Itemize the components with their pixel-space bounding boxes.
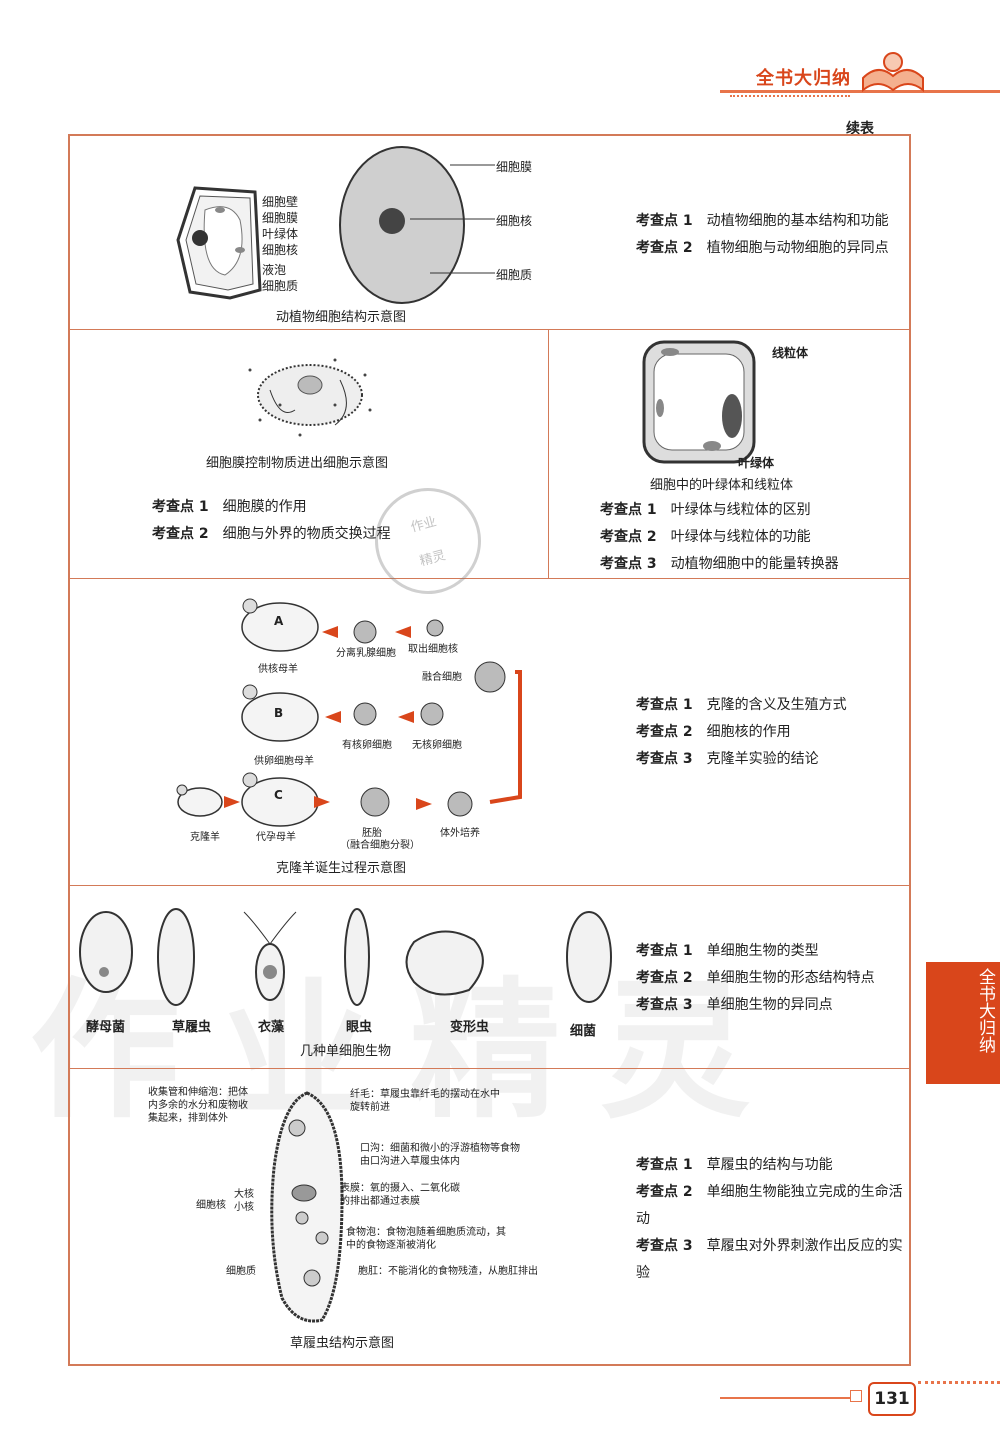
side-tab-label: 全书大归纳	[975, 968, 995, 1053]
caption-organisms: 几种单细胞生物	[300, 1044, 392, 1059]
caption-cells: 动植物细胞结构示意图	[276, 310, 407, 325]
organelle-diagram	[642, 340, 756, 464]
sheep-label-a: A	[274, 614, 284, 628]
animal-cell-diagram	[339, 146, 495, 304]
label-anal-pore: 胞肛：不能消化的食物残渣，从胞肛排出	[358, 1266, 538, 1277]
label-culture: 体外培养	[440, 828, 480, 839]
organism-paramecium: 草履虫	[172, 1020, 212, 1035]
organism-euglena: 眼虫	[346, 1020, 373, 1035]
organisms-diagram	[79, 908, 612, 1006]
plant-cell-labels: 细胞壁细胞膜 叶绿体细胞核 液泡细胞质	[262, 195, 299, 293]
label-nucleus: 细胞核	[496, 214, 533, 228]
label-donor-egg: 供卵细胞母羊	[254, 756, 314, 767]
footer-box	[850, 1390, 862, 1402]
label-take-nucleus: 取出细胞核	[408, 644, 458, 655]
organism-bacteria: 细菌	[570, 1024, 597, 1039]
label-enucleated-egg: 无核卵细胞	[412, 740, 462, 751]
header-rule	[720, 90, 1000, 93]
side-tab: 全书大归纳	[926, 962, 1000, 1084]
label-cell-nucleus: 细胞核	[196, 1200, 226, 1211]
footer-dots	[918, 1381, 1000, 1388]
section-title: 全书大归纳	[756, 68, 851, 89]
sheep-label-c: C	[274, 788, 283, 802]
label-pellicle: 表膜：氧的摄入、二氧化碳的排出都通过表膜	[340, 1183, 460, 1207]
label-macro-micro: 大核小核	[234, 1189, 254, 1213]
caption-paramecium: 草履虫结构示意图	[290, 1336, 395, 1351]
header-dots	[730, 95, 850, 99]
book-icon	[862, 52, 924, 93]
continued-label: 续表	[846, 121, 874, 137]
label-embryo-note: （融合细胞分裂）	[340, 840, 420, 851]
paramecium-diagram	[270, 1091, 344, 1323]
membrane-diagram	[248, 358, 372, 437]
sheep-label-b: B	[274, 706, 284, 720]
organism-chlamydomonas: 衣藻	[258, 1020, 285, 1035]
page-number: 131	[868, 1382, 916, 1416]
label-embryo: 胚胎	[362, 828, 382, 839]
footer-rule	[720, 1397, 850, 1399]
plant-cell-diagram	[176, 186, 262, 300]
summary-table	[68, 134, 911, 1366]
label-membrane: 细胞膜	[496, 160, 533, 174]
label-separate: 分离乳腺细胞	[336, 648, 396, 659]
label-mitochondria: 线粒体	[772, 346, 809, 360]
label-fused: 融合细胞	[422, 672, 462, 683]
label-cytoplasm: 细胞质	[496, 268, 533, 282]
caption-membrane: 细胞膜控制物质进出细胞示意图	[206, 456, 389, 471]
label-cell-cytoplasm: 细胞质	[226, 1266, 256, 1277]
label-oral-groove: 口沟：细菌和微小的浮游植物等食物由口沟进入草履虫体内	[360, 1143, 520, 1167]
watermark: 作业精灵	[30, 963, 791, 1139]
organism-yeast: 酵母菌	[86, 1020, 126, 1035]
label-contractile-vacuole: 收集管和伸缩泡：把体内多余的水分和废物收集起来，排到体外	[148, 1087, 248, 1124]
label-chloroplast: 叶绿体	[738, 456, 775, 470]
label-cilia: 纤毛：草履虫靠纤毛的摆动在水中旋转前进	[350, 1089, 500, 1113]
cloning-diagram	[176, 598, 522, 827]
caption-organelles: 细胞中的叶绿体和线粒体	[650, 478, 794, 493]
caption-cloning: 克隆羊诞生过程示意图	[276, 861, 407, 876]
label-clone: 克隆羊	[190, 832, 220, 843]
label-surrogate: 代孕母羊	[256, 832, 296, 843]
label-donor-nucleus: 供核母羊	[258, 664, 298, 675]
organism-amoeba: 变形虫	[450, 1020, 490, 1035]
label-food-vacuole: 食物泡：食物泡随着细胞质流动，其中的食物逐渐被消化	[346, 1227, 506, 1251]
label-nucleated-egg: 有核卵细胞	[342, 740, 392, 751]
